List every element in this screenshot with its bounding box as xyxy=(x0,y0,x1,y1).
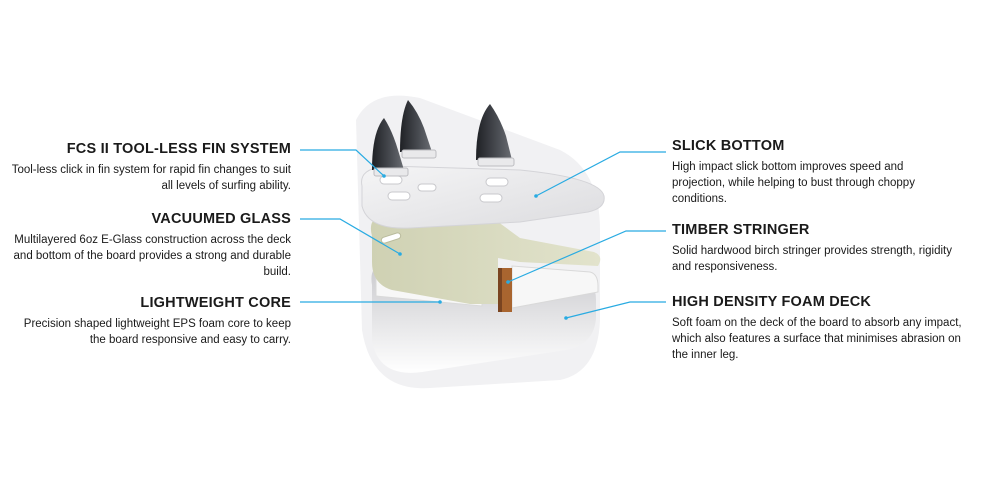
fin-center-base xyxy=(401,149,437,159)
callout-title: SLICK BOTTOM xyxy=(672,138,785,154)
fin-right xyxy=(476,104,512,160)
callout-title: HIGH DENSITY FOAM DECK xyxy=(672,294,872,310)
leader-fcs xyxy=(300,149,385,177)
fin-plug-right xyxy=(485,177,509,187)
callout-description: Soft foam on the deck of the board to ab… xyxy=(672,317,962,361)
callout-description: Tool-less click in fin system for rapid … xyxy=(11,164,291,192)
fin-plug-center xyxy=(417,183,437,192)
leader-glass xyxy=(300,218,401,255)
leader-slick xyxy=(535,151,666,197)
callout-lightweight-core: LIGHTWEIGHT CORE Precision shaped lightw… xyxy=(0,295,291,348)
glass-fin-slot xyxy=(380,232,402,244)
callout-title: TIMBER STRINGER xyxy=(672,222,810,238)
fin-left xyxy=(372,118,404,170)
callout-title: VACUUMED GLASS xyxy=(151,211,291,227)
foam-core-layer-right xyxy=(511,265,599,309)
callout-fin-system: FCS II TOOL-LESS FIN SYSTEM Tool-less cl… xyxy=(0,141,291,194)
leader-foam xyxy=(565,301,666,319)
leader-lines xyxy=(300,149,666,319)
timber-stringer-edge xyxy=(498,268,502,312)
fin-plug-right-2 xyxy=(479,193,503,203)
callout-vacuumed-glass: VACUUMED GLASS Multilayered 6oz E-Glass … xyxy=(0,211,291,280)
callout-description: Precision shaped lightweight EPS foam co… xyxy=(23,318,291,346)
fin-right-base xyxy=(477,157,515,167)
leader-dots xyxy=(382,174,568,320)
callout-title: LIGHTWEIGHT CORE xyxy=(140,295,291,311)
callout-description: Multilayered 6oz E-Glass construction ac… xyxy=(13,234,291,278)
callout-timber-stringer: TIMBER STRINGER Solid hardwood birch str… xyxy=(672,222,972,275)
callout-title: FCS II TOOL-LESS FIN SYSTEM xyxy=(66,141,291,157)
fin-center xyxy=(400,100,432,152)
callout-foam-deck: HIGH DENSITY FOAM DECK Soft foam on the … xyxy=(672,294,977,363)
glass-layer xyxy=(370,214,601,304)
callout-description: Solid hardwood birch stringer provides s… xyxy=(672,245,952,273)
fin-plug-left-2 xyxy=(387,191,411,201)
callout-slick-bottom: SLICK BOTTOM High impact slick bottom im… xyxy=(672,138,972,207)
leader-timber xyxy=(507,230,666,283)
callout-description: High impact slick bottom improves speed … xyxy=(672,161,915,205)
